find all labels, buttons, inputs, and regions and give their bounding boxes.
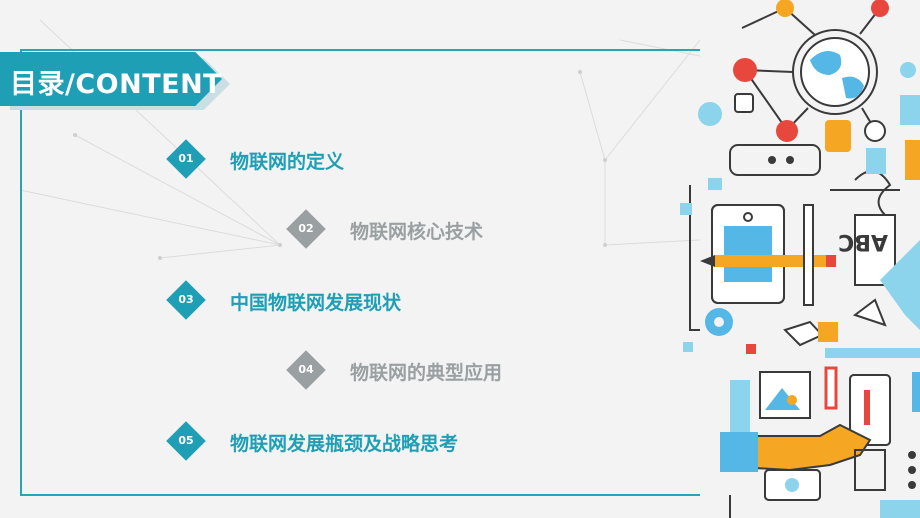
toc-number: 01 <box>178 152 194 165</box>
section-title-tag: 目录/CONTENT <box>0 52 230 110</box>
toc-label: 物联网核心技术 <box>350 221 484 243</box>
toc-number: 04 <box>298 363 314 376</box>
title-tag-bg <box>0 52 222 106</box>
toc-number: 03 <box>178 293 194 306</box>
toc-number: 02 <box>298 222 314 235</box>
toc-label: 物联网的典型应用 <box>350 362 503 384</box>
toc-label: 物联网的定义 <box>230 151 345 173</box>
svg-text:ABC: ABC <box>838 229 888 254</box>
toc-label: 物联网发展瓶颈及战略思考 <box>230 433 459 455</box>
toc-number: 05 <box>178 434 194 447</box>
page-title: 目录/CONTENT <box>10 69 223 100</box>
toc-label: 中国物联网发展现状 <box>230 292 402 314</box>
